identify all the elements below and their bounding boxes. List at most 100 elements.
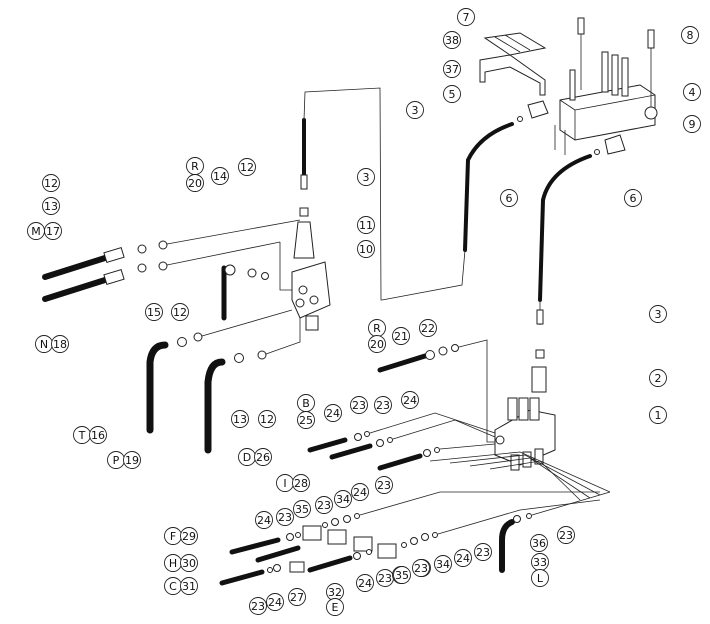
callout-c3b: 3	[357, 168, 375, 186]
hose-end	[103, 268, 125, 286]
routing-line	[265, 318, 301, 355]
edge	[574, 94, 656, 111]
callout-c1: 1	[649, 406, 667, 424]
elbow	[224, 264, 236, 276]
callout-c24b: 24	[401, 391, 419, 409]
callout-label: 20	[370, 338, 384, 351]
callout-label: 14	[213, 170, 227, 183]
hose-30	[255, 545, 301, 563]
spool-end	[522, 451, 532, 468]
callout-c34a: 34	[334, 490, 352, 508]
spool-cap	[529, 397, 540, 421]
seal-22	[451, 344, 459, 352]
seal-23	[364, 431, 370, 437]
callout-label: E	[332, 601, 339, 614]
seal-23	[322, 522, 328, 528]
callout-label: M	[31, 225, 41, 238]
callout-circle	[649, 369, 667, 387]
callout-circle	[180, 554, 198, 572]
callout-label: 28	[294, 477, 308, 490]
callout-c24a: 24	[324, 404, 342, 422]
cable-upper-left	[463, 122, 514, 252]
callout-c12b: 12	[42, 174, 60, 192]
callout-label: F	[170, 530, 176, 543]
callout-circle	[255, 511, 273, 529]
callout-circle	[186, 174, 204, 192]
callout-c3c: 3	[649, 305, 667, 323]
callout-c35c: 35	[393, 566, 411, 584]
fitting-13	[137, 244, 147, 254]
callout-label: 12	[44, 177, 58, 190]
callout-circle	[44, 222, 62, 240]
callout-c9: 9	[683, 115, 701, 133]
callout-label: 5	[449, 88, 456, 101]
seal-12	[158, 261, 168, 271]
callout-circle	[180, 527, 198, 545]
callout-circle	[123, 451, 141, 469]
lever	[621, 57, 629, 97]
callout-c35a: 35	[293, 500, 311, 518]
callout-circle	[288, 588, 306, 606]
callout-cL: L	[531, 569, 549, 587]
lever	[601, 51, 609, 93]
fitting-34	[331, 518, 339, 526]
block-35	[353, 536, 373, 552]
callout-label: 23	[378, 572, 392, 585]
callout-label: 30	[182, 557, 196, 570]
callout-circle	[368, 335, 386, 353]
callout-circle	[457, 8, 475, 26]
callout-c24f: 24	[356, 574, 374, 592]
callout-label: 4	[689, 86, 696, 99]
hose-20-right	[377, 339, 495, 443]
callout-label: 3	[412, 104, 419, 117]
routing-line	[279, 242, 292, 291]
seal-23	[432, 532, 438, 538]
routing-line	[201, 309, 293, 337]
callout-label: 26	[256, 451, 270, 464]
cable-nut	[517, 116, 523, 122]
callout-label: 18	[53, 338, 67, 351]
callout-circle	[51, 335, 69, 353]
callout-circle	[443, 31, 461, 49]
callout-c19: 19	[123, 451, 141, 469]
routing-line	[166, 219, 301, 245]
callout-label: 24	[268, 596, 282, 609]
callout-circle	[266, 593, 284, 611]
callout-c3a: 3	[406, 101, 424, 119]
callout-label: 21	[394, 330, 408, 343]
lever	[611, 54, 619, 96]
fitting-24	[354, 433, 362, 441]
cable-rod	[536, 309, 544, 325]
routing-line	[303, 87, 382, 301]
callout-c32: 32	[326, 583, 344, 601]
callout-c16: 16	[89, 426, 107, 444]
routing-line	[369, 412, 496, 434]
callout-circle	[454, 549, 472, 567]
fitting-15	[177, 337, 187, 347]
callout-circle	[356, 574, 374, 592]
callout-c23i: 23	[474, 543, 492, 561]
hose-33	[499, 519, 515, 573]
fitting-24	[343, 515, 351, 523]
callout-c22: 22	[419, 319, 437, 337]
spool-end	[510, 454, 520, 471]
callout-c24d: 24	[255, 511, 273, 529]
callout-circle	[401, 391, 419, 409]
routing-line	[392, 419, 496, 440]
callout-label: 32	[328, 586, 342, 599]
callout-circle	[293, 500, 311, 518]
callout-cE: E	[326, 598, 344, 616]
hose-17	[42, 255, 108, 280]
callout-label: 7	[463, 11, 470, 24]
seal-23	[267, 567, 273, 573]
seal-23	[401, 542, 407, 548]
callout-c29: 29	[180, 527, 198, 545]
fitting-13	[234, 353, 244, 363]
callout-circle	[500, 189, 518, 207]
seal-23	[295, 532, 301, 538]
callout-c30: 30	[180, 554, 198, 572]
fitting-34	[410, 537, 418, 545]
callout-circle	[351, 483, 369, 501]
hose-20	[377, 353, 428, 373]
control-cables	[300, 87, 592, 325]
